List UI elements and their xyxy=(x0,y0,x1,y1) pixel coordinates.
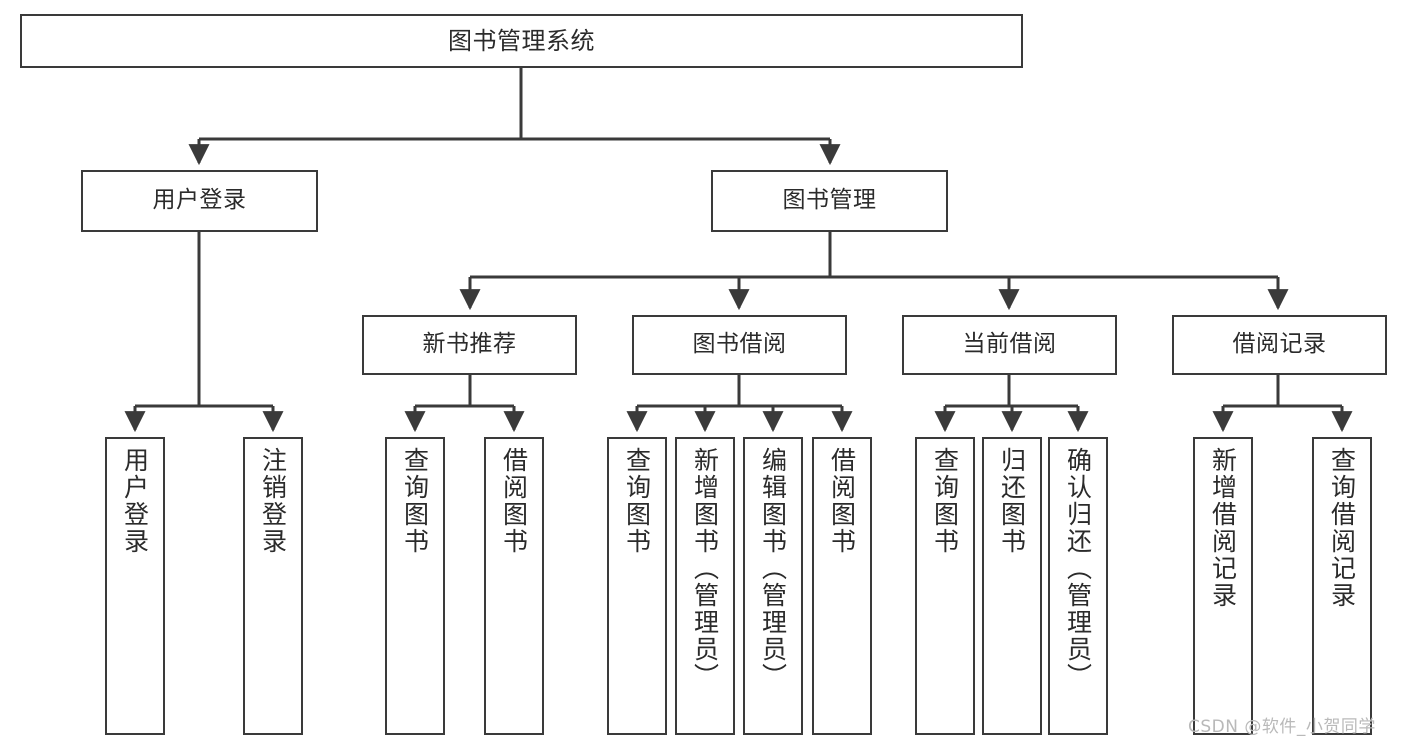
leaf-borrow-edit-book-admin-label: 编辑图书（管理员） xyxy=(758,447,788,690)
node-book-borrow[interactable]: 图书借阅 xyxy=(632,315,847,375)
node-root[interactable]: 图书管理系统 xyxy=(20,14,1023,68)
node-borrow-records[interactable]: 借阅记录 xyxy=(1172,315,1387,375)
node-user-login-label: 用户登录 xyxy=(152,187,247,214)
leaf-new-book-query[interactable]: 查询图书 xyxy=(385,437,445,735)
node-borrow-records-label: 借阅记录 xyxy=(1232,331,1327,358)
leaf-record-add-label: 新增借阅记录 xyxy=(1208,447,1238,609)
leaf-current-return-book-label: 归还图书 xyxy=(997,447,1027,555)
csdn-watermark: CSDN @软件_小贺同学 xyxy=(1188,717,1376,737)
leaf-user-logout[interactable]: 注销登录 xyxy=(243,437,303,735)
leaf-new-book-query-label: 查询图书 xyxy=(400,447,430,555)
leaf-user-login[interactable]: 用户登录 xyxy=(105,437,165,735)
leaf-new-book-borrow[interactable]: 借阅图书 xyxy=(484,437,544,735)
leaf-current-query-book[interactable]: 查询图书 xyxy=(915,437,975,735)
leaf-record-add[interactable]: 新增借阅记录 xyxy=(1193,437,1253,735)
node-current-borrow-label: 当前借阅 xyxy=(962,331,1057,358)
node-new-book-recommend-label: 新书推荐 xyxy=(422,331,517,358)
node-user-login[interactable]: 用户登录 xyxy=(81,170,318,232)
leaf-record-query[interactable]: 查询借阅记录 xyxy=(1312,437,1372,735)
leaf-borrow-borrow-book[interactable]: 借阅图书 xyxy=(812,437,872,735)
leaf-current-query-book-label: 查询图书 xyxy=(930,447,960,555)
leaf-borrow-query-book[interactable]: 查询图书 xyxy=(607,437,667,735)
leaf-borrow-add-book-admin[interactable]: 新增图书（管理员） xyxy=(675,437,735,735)
node-new-book-recommend[interactable]: 新书推荐 xyxy=(362,315,577,375)
node-current-borrow[interactable]: 当前借阅 xyxy=(902,315,1117,375)
leaf-new-book-borrow-label: 借阅图书 xyxy=(499,447,529,555)
leaf-record-query-label: 查询借阅记录 xyxy=(1327,447,1357,609)
leaf-current-confirm-return-admin-label: 确认归还（管理员） xyxy=(1063,447,1093,690)
leaf-borrow-query-book-label: 查询图书 xyxy=(622,447,652,555)
node-book-management-label: 图书管理 xyxy=(782,187,877,214)
leaf-user-logout-label: 注销登录 xyxy=(258,447,288,555)
node-book-borrow-label: 图书借阅 xyxy=(692,331,787,358)
leaf-current-confirm-return-admin[interactable]: 确认归还（管理员） xyxy=(1048,437,1108,735)
leaf-borrow-add-book-admin-label: 新增图书（管理员） xyxy=(690,447,720,690)
leaf-borrow-edit-book-admin[interactable]: 编辑图书（管理员） xyxy=(743,437,803,735)
node-book-management[interactable]: 图书管理 xyxy=(711,170,948,232)
leaf-current-return-book[interactable]: 归还图书 xyxy=(982,437,1042,735)
leaf-borrow-borrow-book-label: 借阅图书 xyxy=(827,447,857,555)
leaf-user-login-label: 用户登录 xyxy=(120,447,150,555)
node-root-label: 图书管理系统 xyxy=(448,26,595,55)
